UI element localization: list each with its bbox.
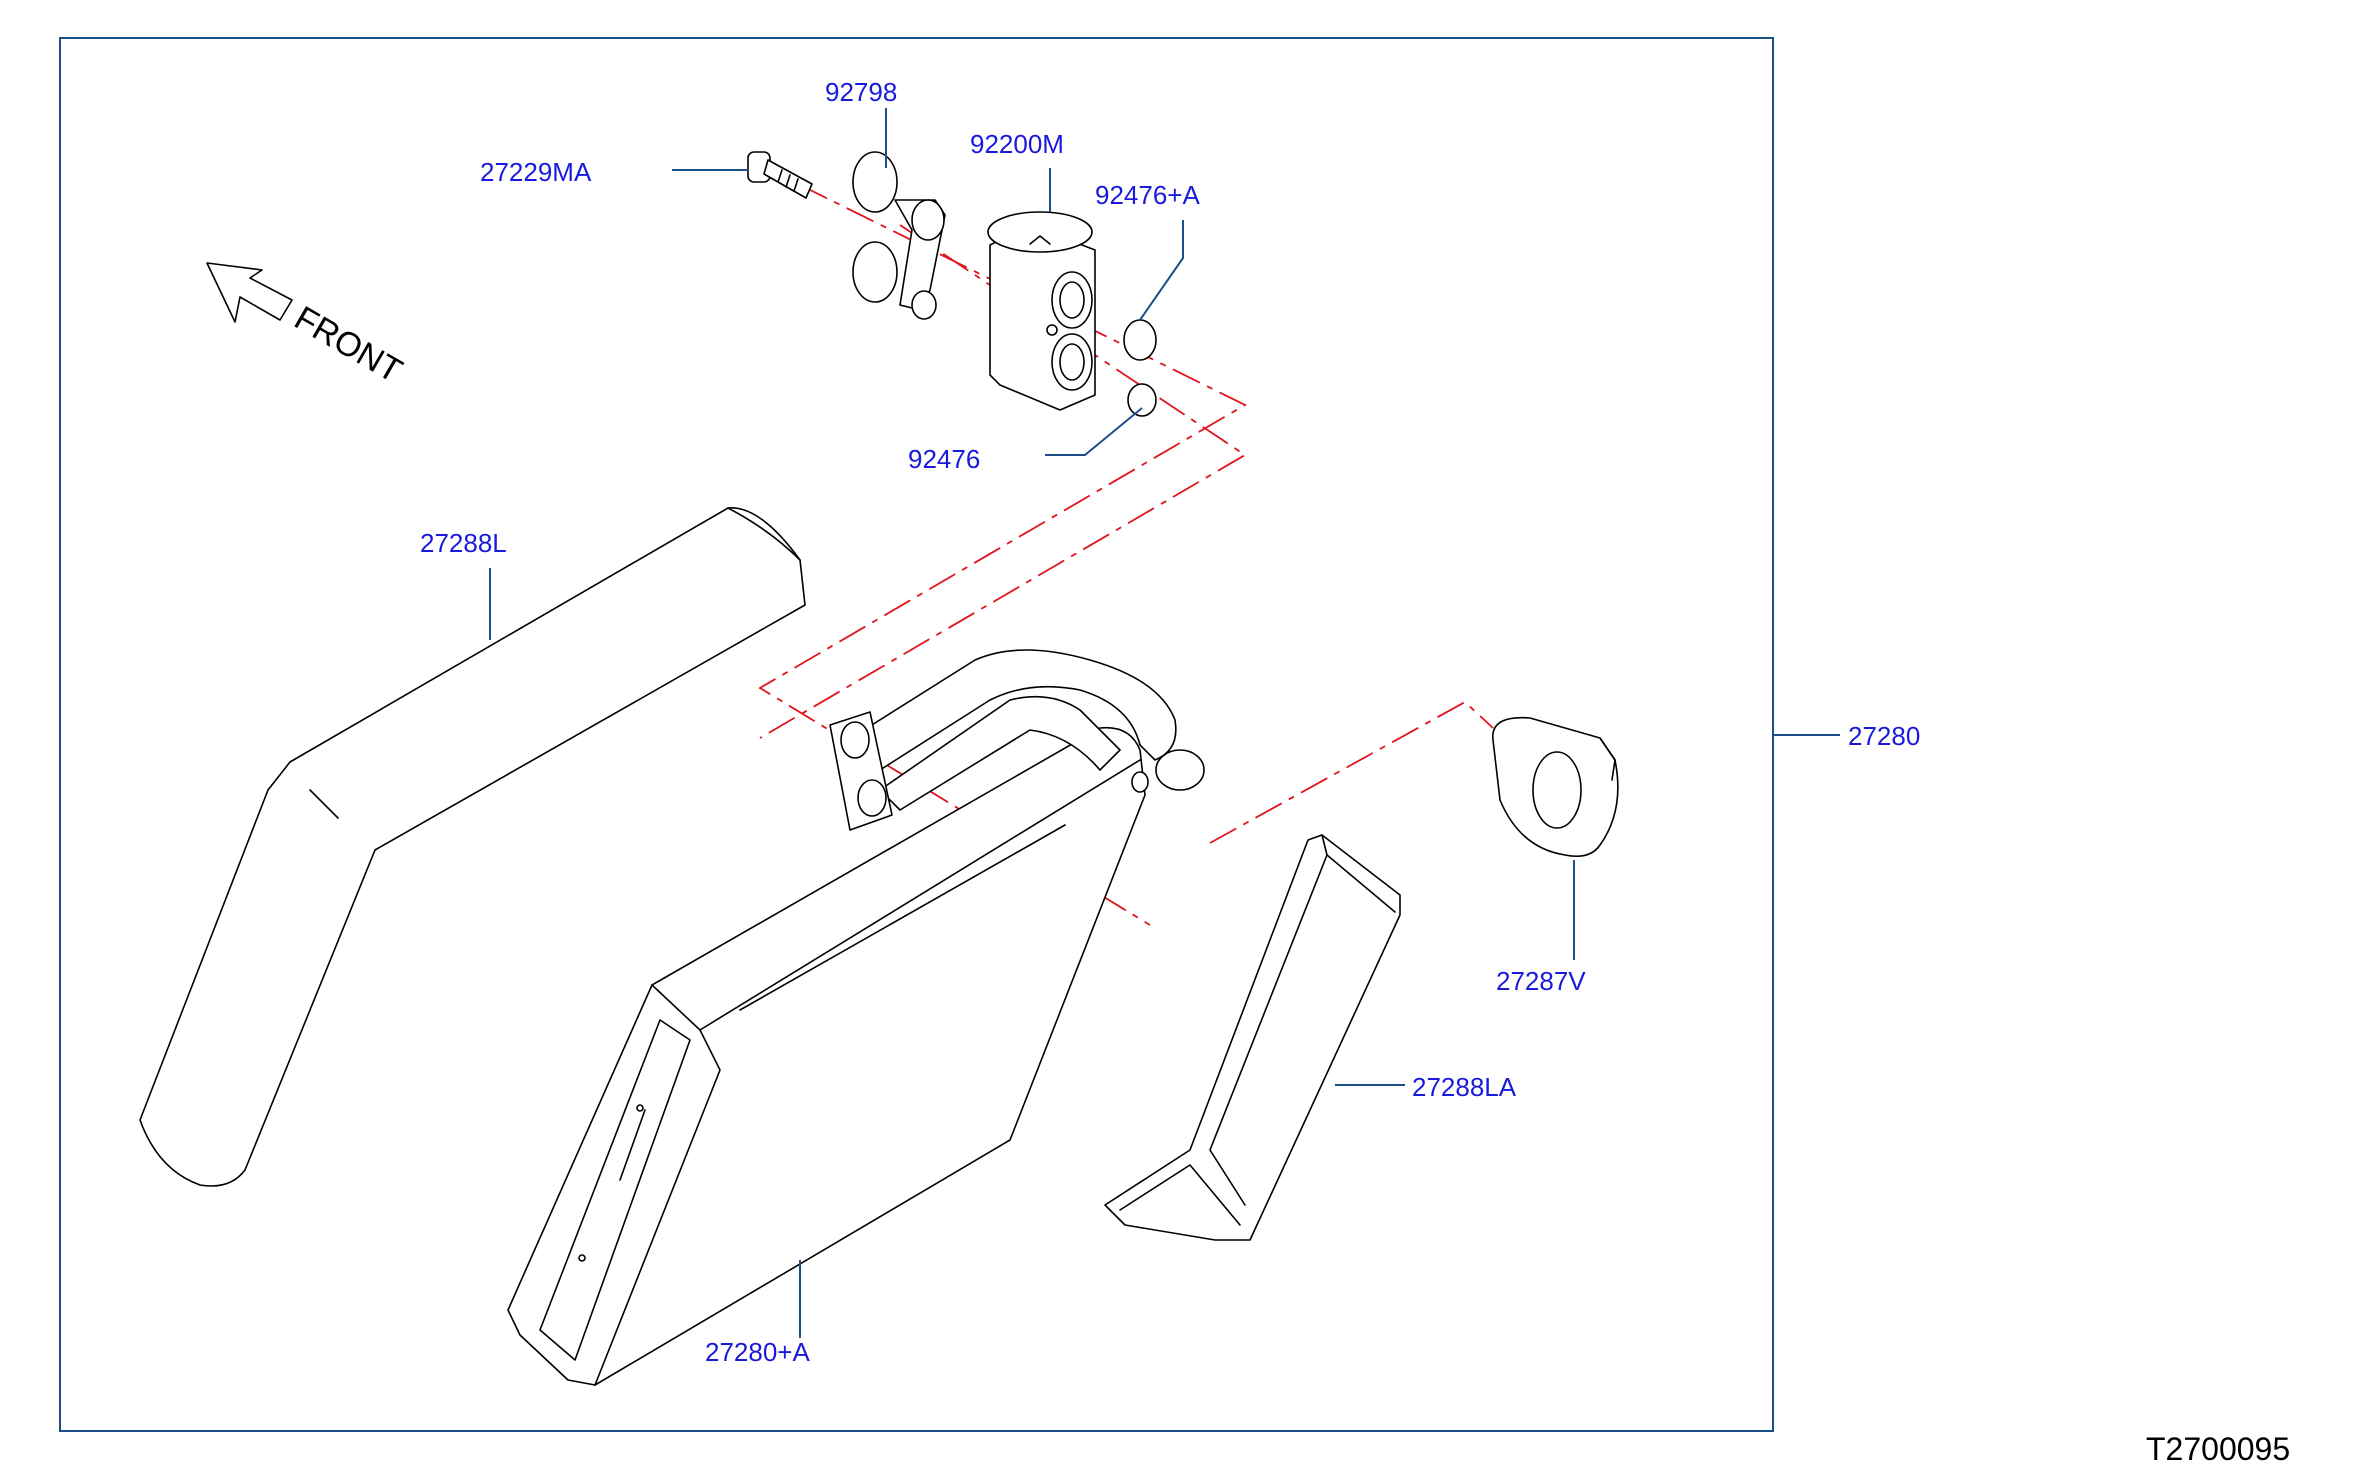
insulator-left-part [139, 507, 806, 1187]
expansion-valve-part [987, 211, 1096, 411]
front-arrow-icon [206, 262, 293, 323]
part-label: 27288LA [1412, 1072, 1517, 1102]
part-label: 27280 [1848, 721, 1920, 751]
pipe-assembly-part [829, 649, 1205, 831]
part-label: 92476+A [1095, 180, 1200, 210]
part-label: 27280+A [705, 1337, 810, 1367]
part-labels: 92798 92200M 27229MA 92476+A 92476 27288… [420, 77, 1920, 1367]
part-label: 27287V [1496, 966, 1586, 996]
leader-lines [489, 108, 1840, 1338]
drawing-id: T2700095 [2146, 1431, 2290, 1467]
part-label: 92476 [908, 444, 980, 474]
insulator-lower-part [1104, 834, 1401, 1241]
part-label: 92798 [825, 77, 897, 107]
front-label: FRONT [288, 299, 408, 390]
seal-part [1492, 716, 1619, 858]
part-label: 27288L [420, 528, 507, 558]
part-label: 92200M [970, 129, 1064, 159]
bolt-part [747, 151, 813, 199]
o-ring-upper-part [1123, 319, 1157, 361]
gasket-plate-part [852, 151, 946, 320]
o-ring-lower-part [1127, 383, 1157, 417]
evaporator-core-part [507, 726, 1146, 1386]
part-label: 27229MA [480, 157, 592, 187]
